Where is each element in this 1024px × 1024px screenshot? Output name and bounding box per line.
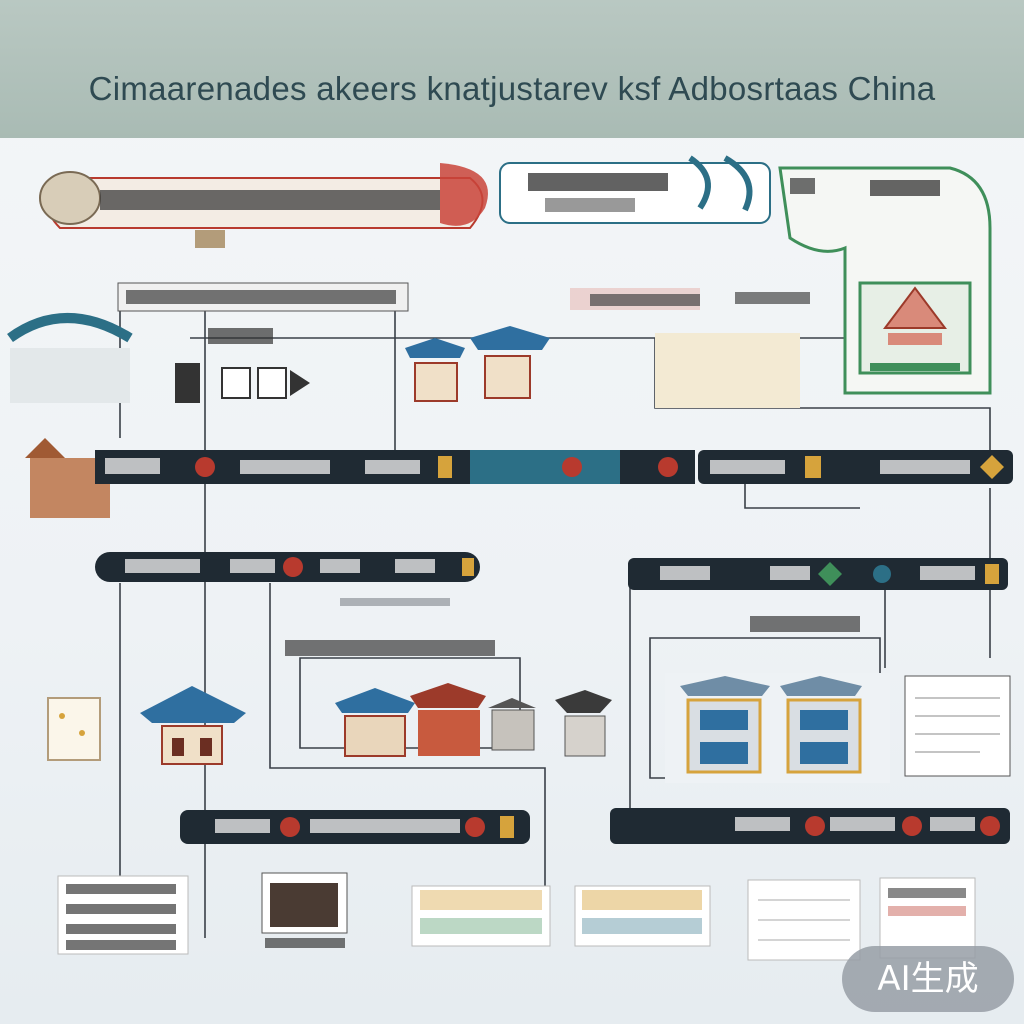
scroll-icon [39, 171, 101, 225]
temple-cluster-center [335, 683, 612, 757]
placard-top-center [499, 155, 771, 224]
pagoda-pair-top [405, 326, 550, 402]
flow-bar-row2-left [95, 552, 480, 582]
flow-bar-row3-right [610, 808, 1010, 844]
document-icon [904, 675, 1011, 777]
label-strip-mid [570, 288, 810, 408]
flow-bar-row2-right [628, 558, 1008, 590]
pagoda-icon [883, 286, 947, 329]
ai-generated-badge: AI生成 [842, 946, 1014, 1012]
caption-blocks [285, 598, 860, 656]
temple-icon [140, 686, 246, 723]
document-right [904, 675, 1011, 777]
flow-diagram [7, 155, 1013, 961]
flow-bar-row1-left [95, 450, 695, 484]
flow-bar-row1-right [698, 450, 1013, 484]
arrow-icon [290, 370, 310, 396]
header-banner [0, 0, 1024, 138]
green-frame-panel [778, 166, 992, 395]
note-left [47, 697, 101, 761]
temple-pair-right [665, 673, 890, 783]
label-strip-left [117, 282, 409, 312]
page-title: Cimaarenades akeers knatjustarev ksf Adb… [88, 70, 936, 107]
flow-bar-row3-left [180, 810, 530, 844]
scroll-banner [39, 163, 488, 248]
temple-left [140, 686, 246, 765]
bottom-cards [57, 872, 976, 961]
wooden-hall [25, 438, 110, 518]
arch-gate [7, 313, 310, 403]
seal-icon [195, 457, 215, 477]
